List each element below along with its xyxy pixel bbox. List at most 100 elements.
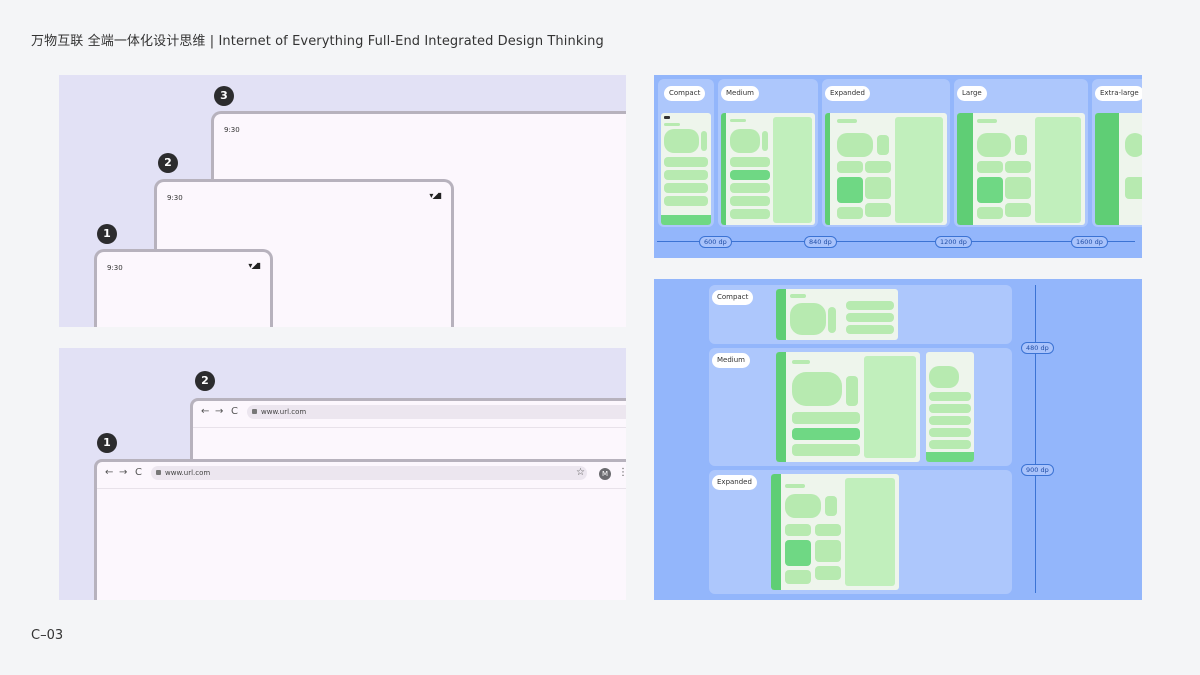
width-card-expanded: Expanded xyxy=(822,79,950,227)
mock-block xyxy=(1125,133,1142,157)
mock-rail xyxy=(825,113,830,225)
browser-frame-1: ← → C www.url.com ☆ M ⋮ xyxy=(94,459,626,600)
mock-block xyxy=(790,294,806,298)
mock-block xyxy=(792,444,860,456)
lock-icon xyxy=(252,409,257,414)
mock-block xyxy=(792,360,810,364)
avatar[interactable]: M xyxy=(599,468,611,480)
mock-block xyxy=(846,301,894,310)
page-title: 万物互联 全端一体化设计思维 | Internet of Everything … xyxy=(31,34,604,49)
mock-block xyxy=(792,412,860,424)
page-code: C–03 xyxy=(31,628,64,643)
status-time: 9:30 xyxy=(107,264,123,272)
mock-block xyxy=(977,119,997,123)
extra-large-mock xyxy=(1095,113,1142,225)
mock-block xyxy=(664,123,680,126)
size-label-compact: Compact xyxy=(712,290,754,305)
size-label-large: Large xyxy=(957,86,987,101)
star-icon[interactable]: ☆ xyxy=(576,467,585,478)
mock-detail-pane xyxy=(1035,117,1081,223)
mock-block xyxy=(837,119,857,123)
mock-block xyxy=(1015,135,1027,155)
width-card-large: Large xyxy=(954,79,1088,227)
mock-block xyxy=(929,416,971,425)
mock-block xyxy=(977,133,1011,157)
medium-height-mock xyxy=(776,352,920,462)
mock-block xyxy=(785,484,805,488)
mock-block xyxy=(837,133,873,157)
mock-block xyxy=(865,161,891,173)
menu-icon[interactable]: ⋮ xyxy=(618,467,626,478)
mock-block xyxy=(929,392,971,401)
mock-navbar xyxy=(661,215,711,225)
back-icon[interactable]: ← xyxy=(201,406,210,417)
width-card-compact: Compact xyxy=(658,79,714,227)
mock-block xyxy=(1005,161,1031,173)
mock-block xyxy=(977,177,1003,203)
mock-rail xyxy=(1095,113,1119,225)
mock-block xyxy=(785,540,811,566)
status-time: 9:30 xyxy=(167,194,183,202)
mock-detail-pane xyxy=(895,117,943,223)
width-card-medium: Medium xyxy=(718,79,818,227)
mock-detail-pane xyxy=(845,478,895,586)
mock-block xyxy=(792,372,842,406)
lock-icon xyxy=(156,470,161,475)
mock-block xyxy=(1005,177,1031,199)
breakpoint-1600dp: 1600 dp xyxy=(1071,236,1108,248)
mock-block xyxy=(664,129,699,153)
mock-block xyxy=(865,203,891,217)
status-icons: ▾◢▮ xyxy=(429,191,442,200)
badge-1: 1 xyxy=(97,433,117,453)
forward-icon[interactable]: → xyxy=(119,467,128,478)
forward-icon[interactable]: → xyxy=(215,406,224,417)
url-text: www.url.com xyxy=(165,469,211,477)
height-card-medium: Medium xyxy=(709,348,1012,466)
mock-block xyxy=(846,376,858,406)
size-label-expanded: Expanded xyxy=(712,475,757,490)
compact-mock xyxy=(661,113,711,225)
mock-block xyxy=(1005,203,1031,217)
mock-block xyxy=(730,157,770,167)
width-classes-panel: Compact Medium Expa xyxy=(654,75,1142,258)
browser-toolbar: ← → C www.url.com xyxy=(193,401,626,425)
mock-rail xyxy=(721,113,726,225)
height-card-compact: Compact xyxy=(709,285,1012,344)
reload-icon[interactable]: C xyxy=(231,406,238,417)
url-text: www.url.com xyxy=(261,408,307,416)
breakpoint-1200dp: 1200 dp xyxy=(935,236,972,248)
mock-rail xyxy=(776,352,786,462)
status-time: 9:30 xyxy=(224,126,240,134)
mock-block xyxy=(837,177,863,203)
mock-rail xyxy=(957,113,973,225)
mock-indicator xyxy=(664,116,670,119)
expanded-mock xyxy=(825,113,947,225)
badge-3: 3 xyxy=(214,86,234,106)
breakpoint-840dp: 840 dp xyxy=(804,236,837,248)
divider xyxy=(193,427,626,428)
mock-rail xyxy=(771,474,781,590)
badge-1: 1 xyxy=(97,224,117,244)
address-bar[interactable]: www.url.com xyxy=(247,405,626,419)
mock-block xyxy=(929,404,971,413)
breakpoint-900dp: 900 dp xyxy=(1021,464,1054,476)
mock-block xyxy=(977,207,1003,219)
width-breakpoint-axis xyxy=(657,241,1135,242)
mock-block xyxy=(828,307,836,333)
mock-rail xyxy=(776,289,786,340)
mock-block xyxy=(837,207,863,219)
address-bar[interactable]: www.url.com xyxy=(151,466,587,480)
mock-block xyxy=(977,161,1003,173)
mock-block xyxy=(730,170,770,180)
mock-block xyxy=(730,119,746,122)
mock-block xyxy=(837,161,863,173)
mock-navbar xyxy=(926,452,974,462)
back-icon[interactable]: ← xyxy=(105,467,114,478)
reload-icon[interactable]: C xyxy=(135,467,142,478)
divider xyxy=(97,488,626,489)
device-frame-1: 9:30 ▾◢▮ xyxy=(94,249,273,327)
mock-block xyxy=(929,428,971,437)
mock-block xyxy=(664,196,708,206)
badge-2: 2 xyxy=(195,371,215,391)
mock-block xyxy=(846,325,894,334)
